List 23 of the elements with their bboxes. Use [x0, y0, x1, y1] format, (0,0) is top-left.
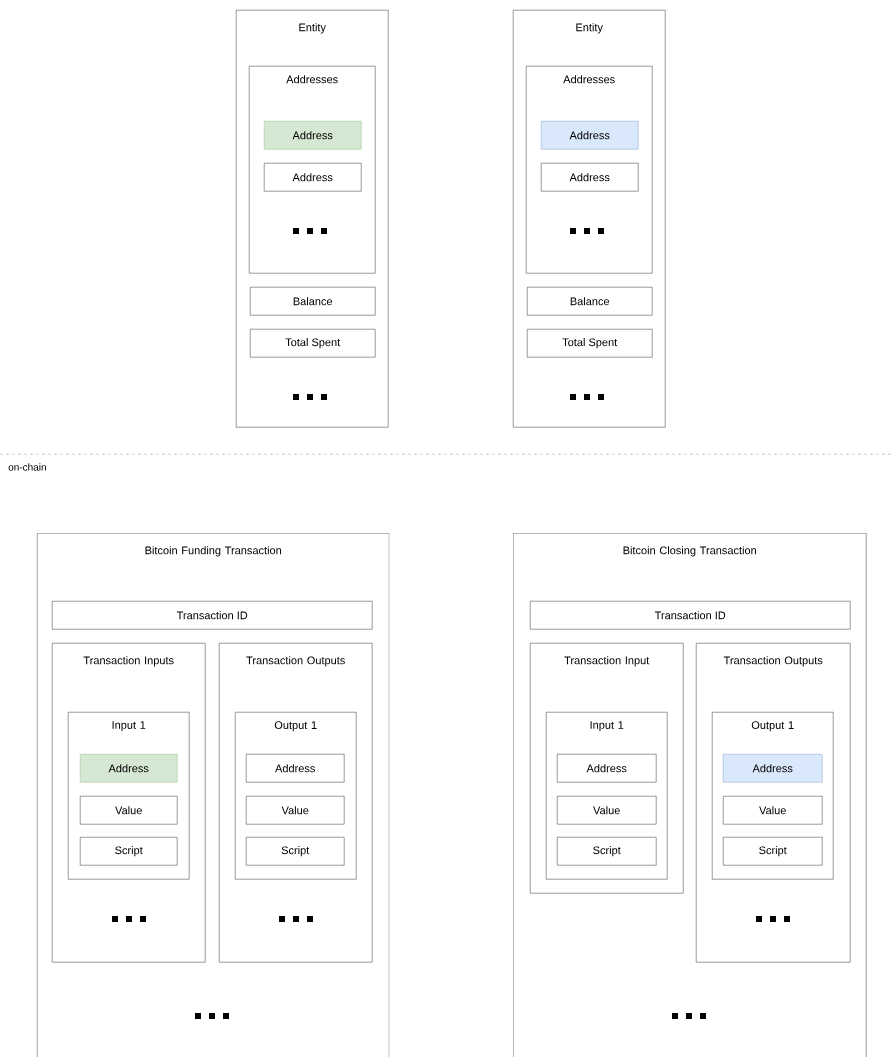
field-box: Script [723, 837, 823, 866]
field-box: Value [557, 796, 657, 825]
field-box: Address [541, 121, 639, 150]
field-box: Address [723, 754, 823, 783]
field-box: Address [80, 754, 178, 783]
field-box: Address [264, 121, 362, 150]
field-box: Total Spent [250, 329, 376, 358]
field-box: Script [80, 837, 178, 866]
field-box: Total Spent [527, 329, 653, 358]
region-label: on-chain [8, 463, 46, 471]
field-box: Script [557, 837, 657, 866]
field-box: Value [80, 796, 178, 825]
field-box: Balance [527, 287, 653, 316]
field-box: Address [541, 163, 639, 192]
field-box: Address [246, 754, 345, 783]
field-box: Transaction ID [52, 601, 373, 630]
field-box: Value [723, 796, 823, 825]
field-box: Balance [250, 287, 376, 316]
field-box: Address [264, 163, 362, 192]
field-box: Value [246, 796, 345, 825]
field-box: Script [246, 837, 345, 866]
field-box: Address [557, 754, 657, 783]
field-box: Transaction ID [530, 601, 851, 630]
